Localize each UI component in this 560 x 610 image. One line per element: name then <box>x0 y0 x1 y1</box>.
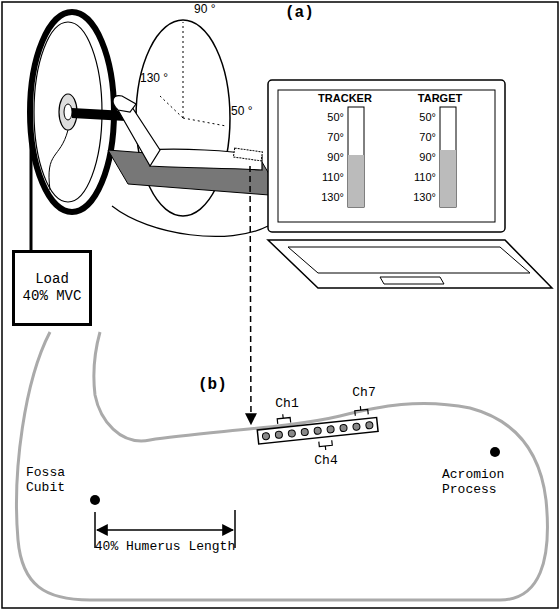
screen-heading: TRACKER <box>318 92 372 105</box>
scale-value: 50° <box>419 111 436 124</box>
rope <box>30 112 33 251</box>
electrode-array <box>256 405 380 457</box>
laptop <box>268 80 552 288</box>
load-box: Load 40% MVC <box>12 250 92 326</box>
angle-label: 90 ° <box>194 3 215 17</box>
dimension-label: 40% Humerus Length <box>90 540 240 555</box>
electrode <box>275 431 283 439</box>
angle-label: 130 ° <box>140 72 168 86</box>
scale-value: 70° <box>327 131 344 144</box>
scale-value: 110° <box>414 171 436 184</box>
box-text: Load 40% MVC <box>19 271 85 305</box>
channel-label: Ch7 <box>352 386 375 401</box>
electrode <box>262 432 270 440</box>
scale-value: 130° <box>413 191 436 204</box>
screen-heading: TARGET <box>418 92 462 105</box>
panel-label: (b) <box>198 376 227 394</box>
angle-label: 50 ° <box>231 105 252 119</box>
scale-value: 90° <box>327 151 344 164</box>
channel-label: Ch4 <box>314 454 337 469</box>
landmark-label: Acromion Process <box>442 468 532 498</box>
electrode <box>340 424 348 432</box>
arm-on-support <box>108 96 282 196</box>
scale-value: 110° <box>322 171 344 184</box>
electrode <box>327 426 335 434</box>
electrode <box>353 423 361 431</box>
electrode <box>314 427 322 435</box>
electrode <box>301 428 309 436</box>
landmark-label: Fossa Cubit <box>26 466 96 496</box>
channel-label: Ch1 <box>275 397 298 412</box>
electrode <box>366 421 374 429</box>
pointer-arrow <box>250 166 251 424</box>
electrode <box>288 430 296 438</box>
scale-value: 70° <box>419 131 436 144</box>
landmark-dot <box>490 447 500 457</box>
scale-value: 90° <box>419 151 436 164</box>
arm-outline <box>17 332 548 600</box>
scale-value: 50° <box>327 111 344 124</box>
panel-label: (a) <box>285 4 314 22</box>
landmark-dot <box>90 495 100 505</box>
scale-value: 130° <box>321 191 344 204</box>
